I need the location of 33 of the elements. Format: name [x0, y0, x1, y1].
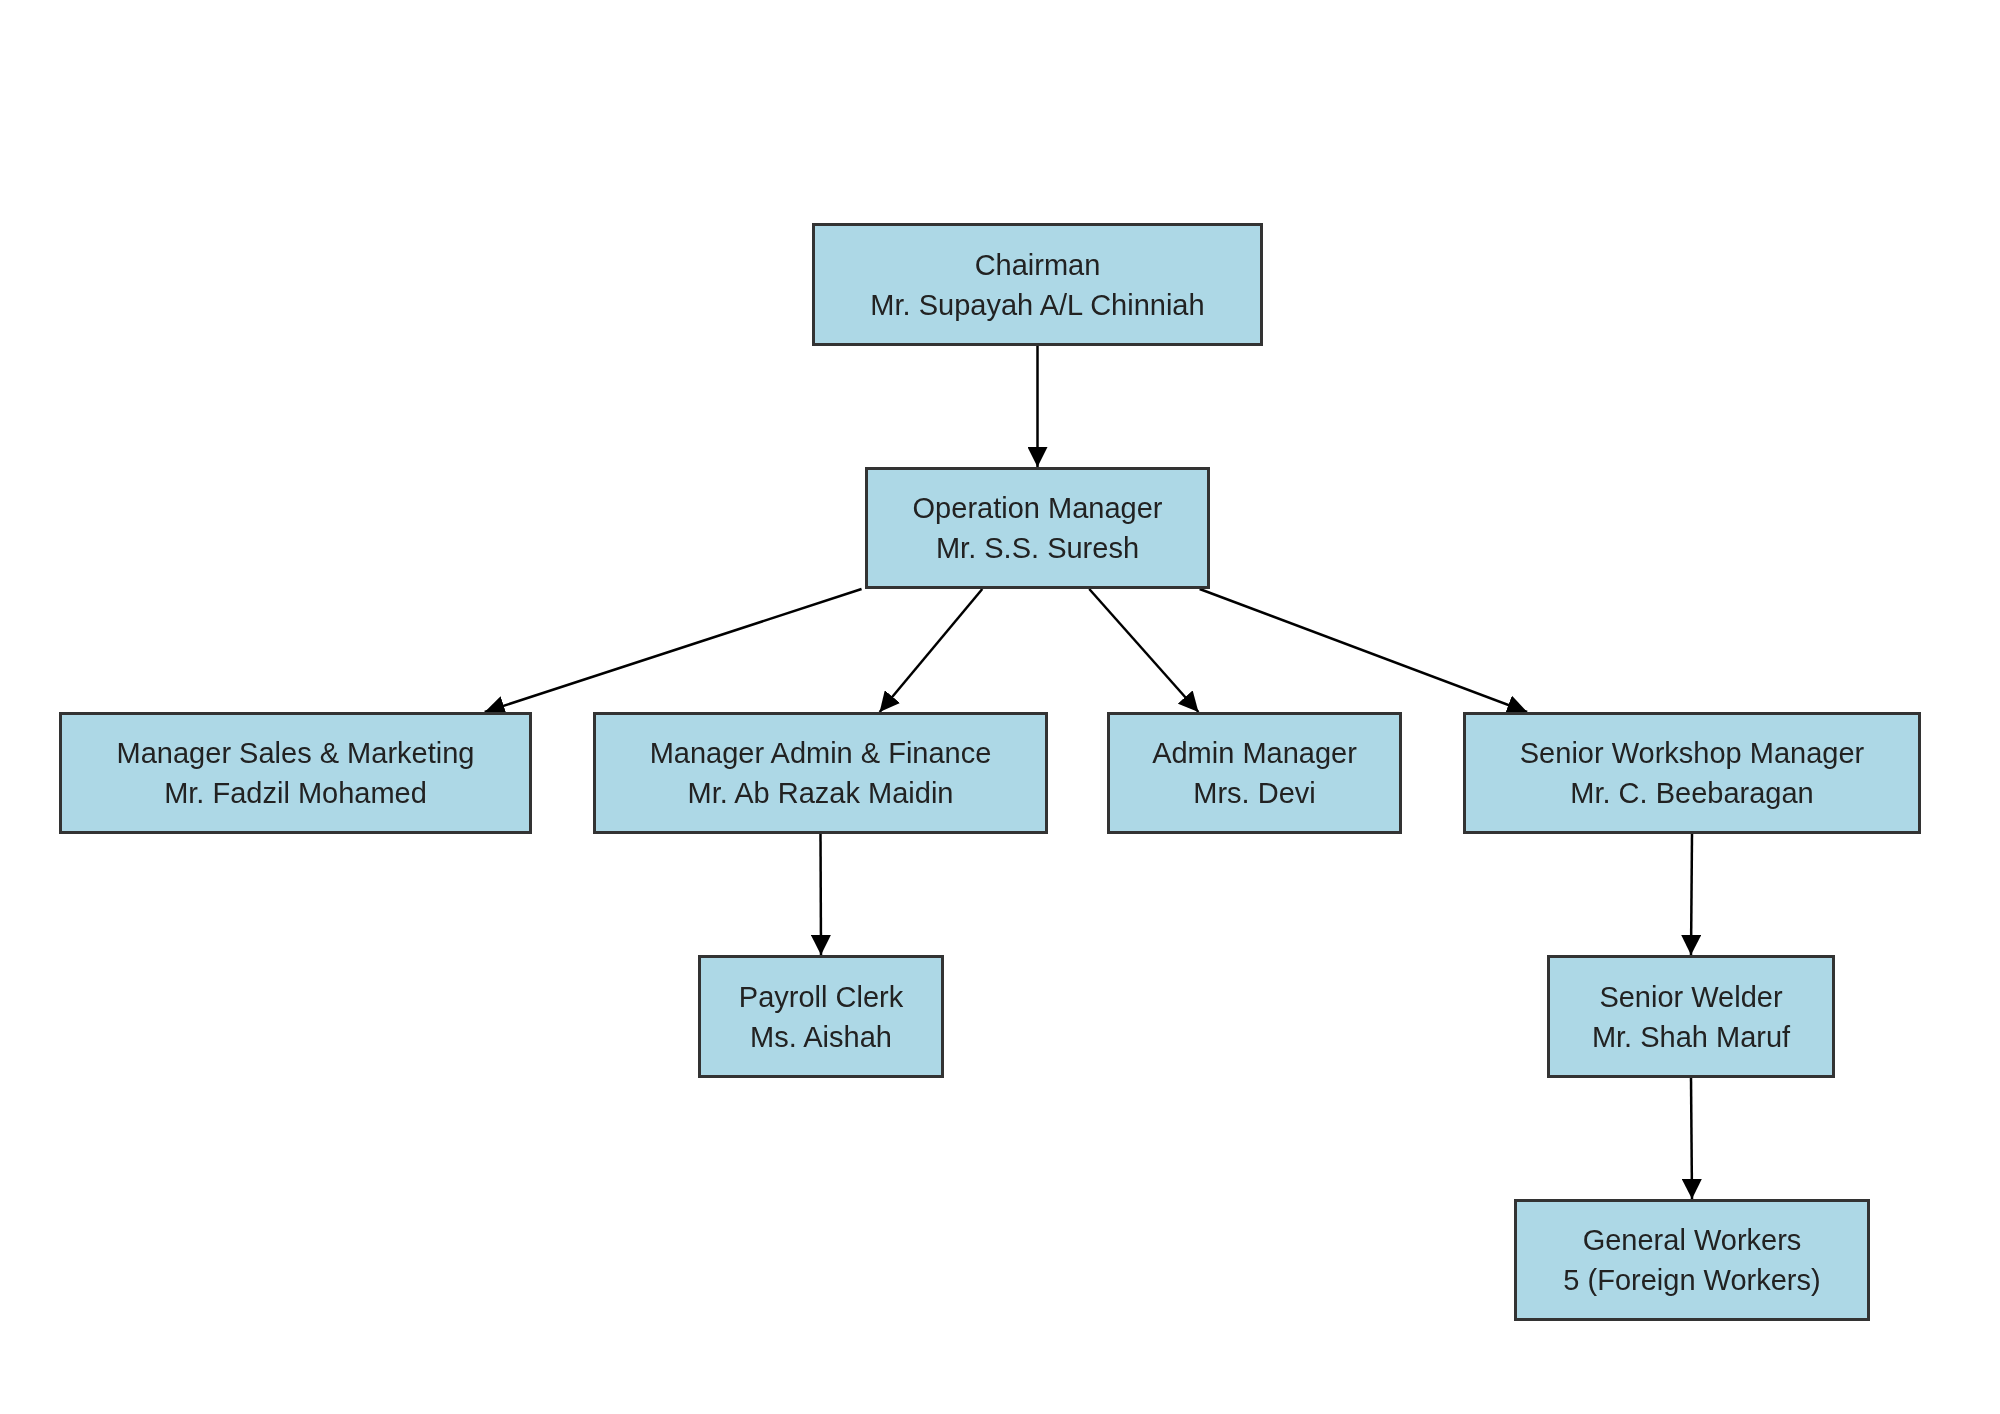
role-box: [1514, 1199, 1870, 1321]
arrow: [1681, 834, 1702, 955]
role-box: [593, 712, 1048, 834]
job-title: Manager Sales & Marketing: [116, 736, 475, 771]
person-name: Mr. S.S. Suresh: [935, 531, 1140, 566]
arrow: [1681, 1078, 1702, 1199]
job-title: Senior Welder: [1599, 979, 1783, 1015]
job-title: Senior Workshop Manager: [1519, 736, 1865, 771]
role-box: [865, 467, 1210, 589]
arrow: [1027, 346, 1048, 467]
job-title: Manager Admin & Finance: [649, 736, 992, 771]
person-name: Mr. C. Beebaragan: [1570, 776, 1814, 811]
job-title: Operation Manager: [912, 491, 1163, 526]
role-box: [1107, 712, 1402, 834]
job-title: Admin Manager: [1152, 736, 1357, 771]
person-name: Mrs. Devi: [1193, 776, 1316, 811]
arrow: [1088, 588, 1200, 713]
job-title: Chairman: [974, 247, 1101, 283]
job-title: Payroll Clerk: [738, 979, 904, 1015]
role-box: [1463, 712, 1921, 834]
role-box: [59, 712, 532, 834]
role-box: [698, 955, 944, 1078]
arrow: [878, 588, 984, 713]
person-name: Mr. Fadzil Mohamed: [164, 776, 427, 811]
role-box: [812, 223, 1263, 346]
role-box: [1547, 955, 1835, 1078]
arrow: [810, 834, 831, 955]
person-name: Ms. Aishah: [750, 1019, 892, 1055]
person-name: Mr. Supayah A/L Chinniah: [870, 287, 1205, 323]
person-name: Mr. Shah Maruf: [1591, 1019, 1791, 1055]
person-name: Mr. Ab Razak Maidin: [687, 776, 954, 811]
job-title: General Workers: [1582, 1223, 1802, 1258]
person-name: 5 (Foreign Workers): [1563, 1263, 1821, 1298]
